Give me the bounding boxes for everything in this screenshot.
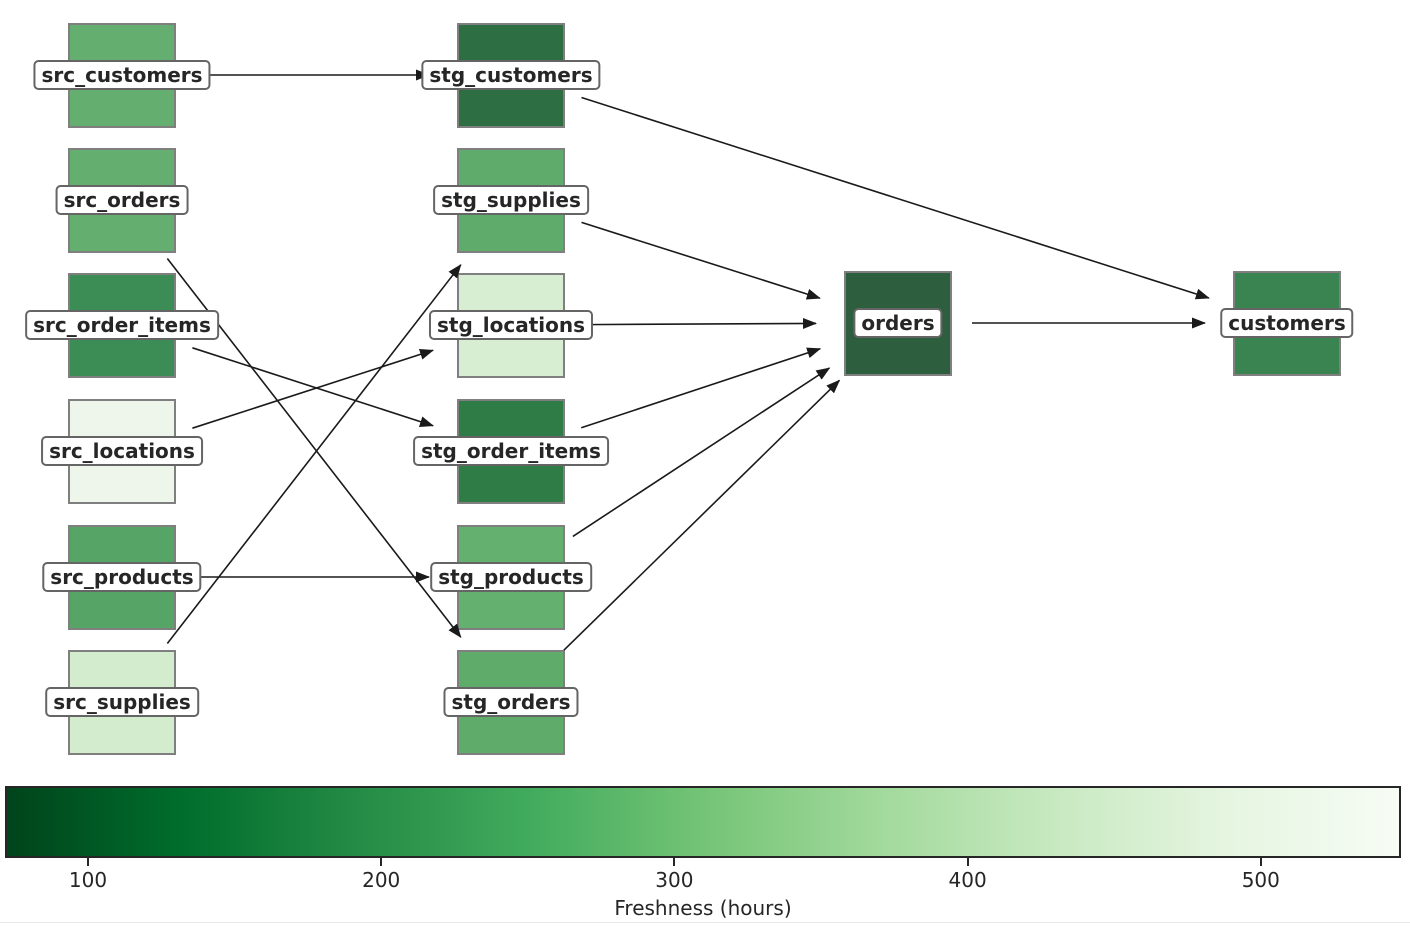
edge-stg_order_items-orders (581, 347, 822, 429)
edge-stg_supplies-orders (581, 221, 821, 300)
freshness-colorbar-gradient (5, 786, 1401, 858)
node-label-stg_order_items: stg_order_items (413, 436, 609, 466)
colorbar-tick-label-300: 300 (655, 868, 694, 892)
colorbar-tick-500 (1259, 858, 1262, 866)
colorbar-tick-200 (380, 858, 383, 866)
edge-stg_locations-orders (584, 317, 818, 329)
node-label-src_order_items: src_order_items (25, 310, 219, 340)
node-label-src_customers: src_customers (33, 60, 211, 90)
colorbar-tick-100 (87, 858, 89, 866)
node-label-src_supplies: src_supplies (45, 687, 199, 717)
edge-stg_customers-customers (581, 96, 1210, 300)
edge-src_order_items-stg_order_items (192, 347, 434, 427)
colorbar-axis-label: Freshness (hours) (614, 896, 792, 920)
node-label-stg_orders: stg_orders (443, 687, 579, 717)
colorbar-tick-label-200: 200 (362, 868, 401, 892)
node-label-src_locations: src_locations (41, 436, 203, 466)
node-label-stg_customers: stg_customers (421, 60, 601, 90)
node-label-src_orders: src_orders (55, 185, 189, 215)
colorbar-tick-400 (966, 858, 969, 866)
edge-stg_orders-orders (563, 379, 841, 651)
node-label-orders: orders (853, 308, 943, 338)
node-label-stg_products: stg_products (430, 562, 592, 592)
colorbar-tick-label-400: 400 (948, 868, 987, 892)
node-label-src_products: src_products (42, 562, 202, 592)
edge-stg_products-orders (572, 367, 831, 538)
figure-bottom-edge (0, 922, 1410, 923)
colorbar-tick-300 (673, 858, 676, 866)
node-label-customers: customers (1220, 308, 1354, 338)
node-label-stg_supplies: stg_supplies (433, 185, 589, 215)
edge-src_locations-stg_locations (192, 349, 434, 429)
colorbar-tick-label-100: 100 (68, 868, 108, 892)
edge-src_supplies-stg_supplies (166, 264, 462, 644)
colorbar-tick-label-500: 500 (1241, 868, 1280, 892)
node-label-stg_locations: stg_locations (428, 310, 594, 340)
